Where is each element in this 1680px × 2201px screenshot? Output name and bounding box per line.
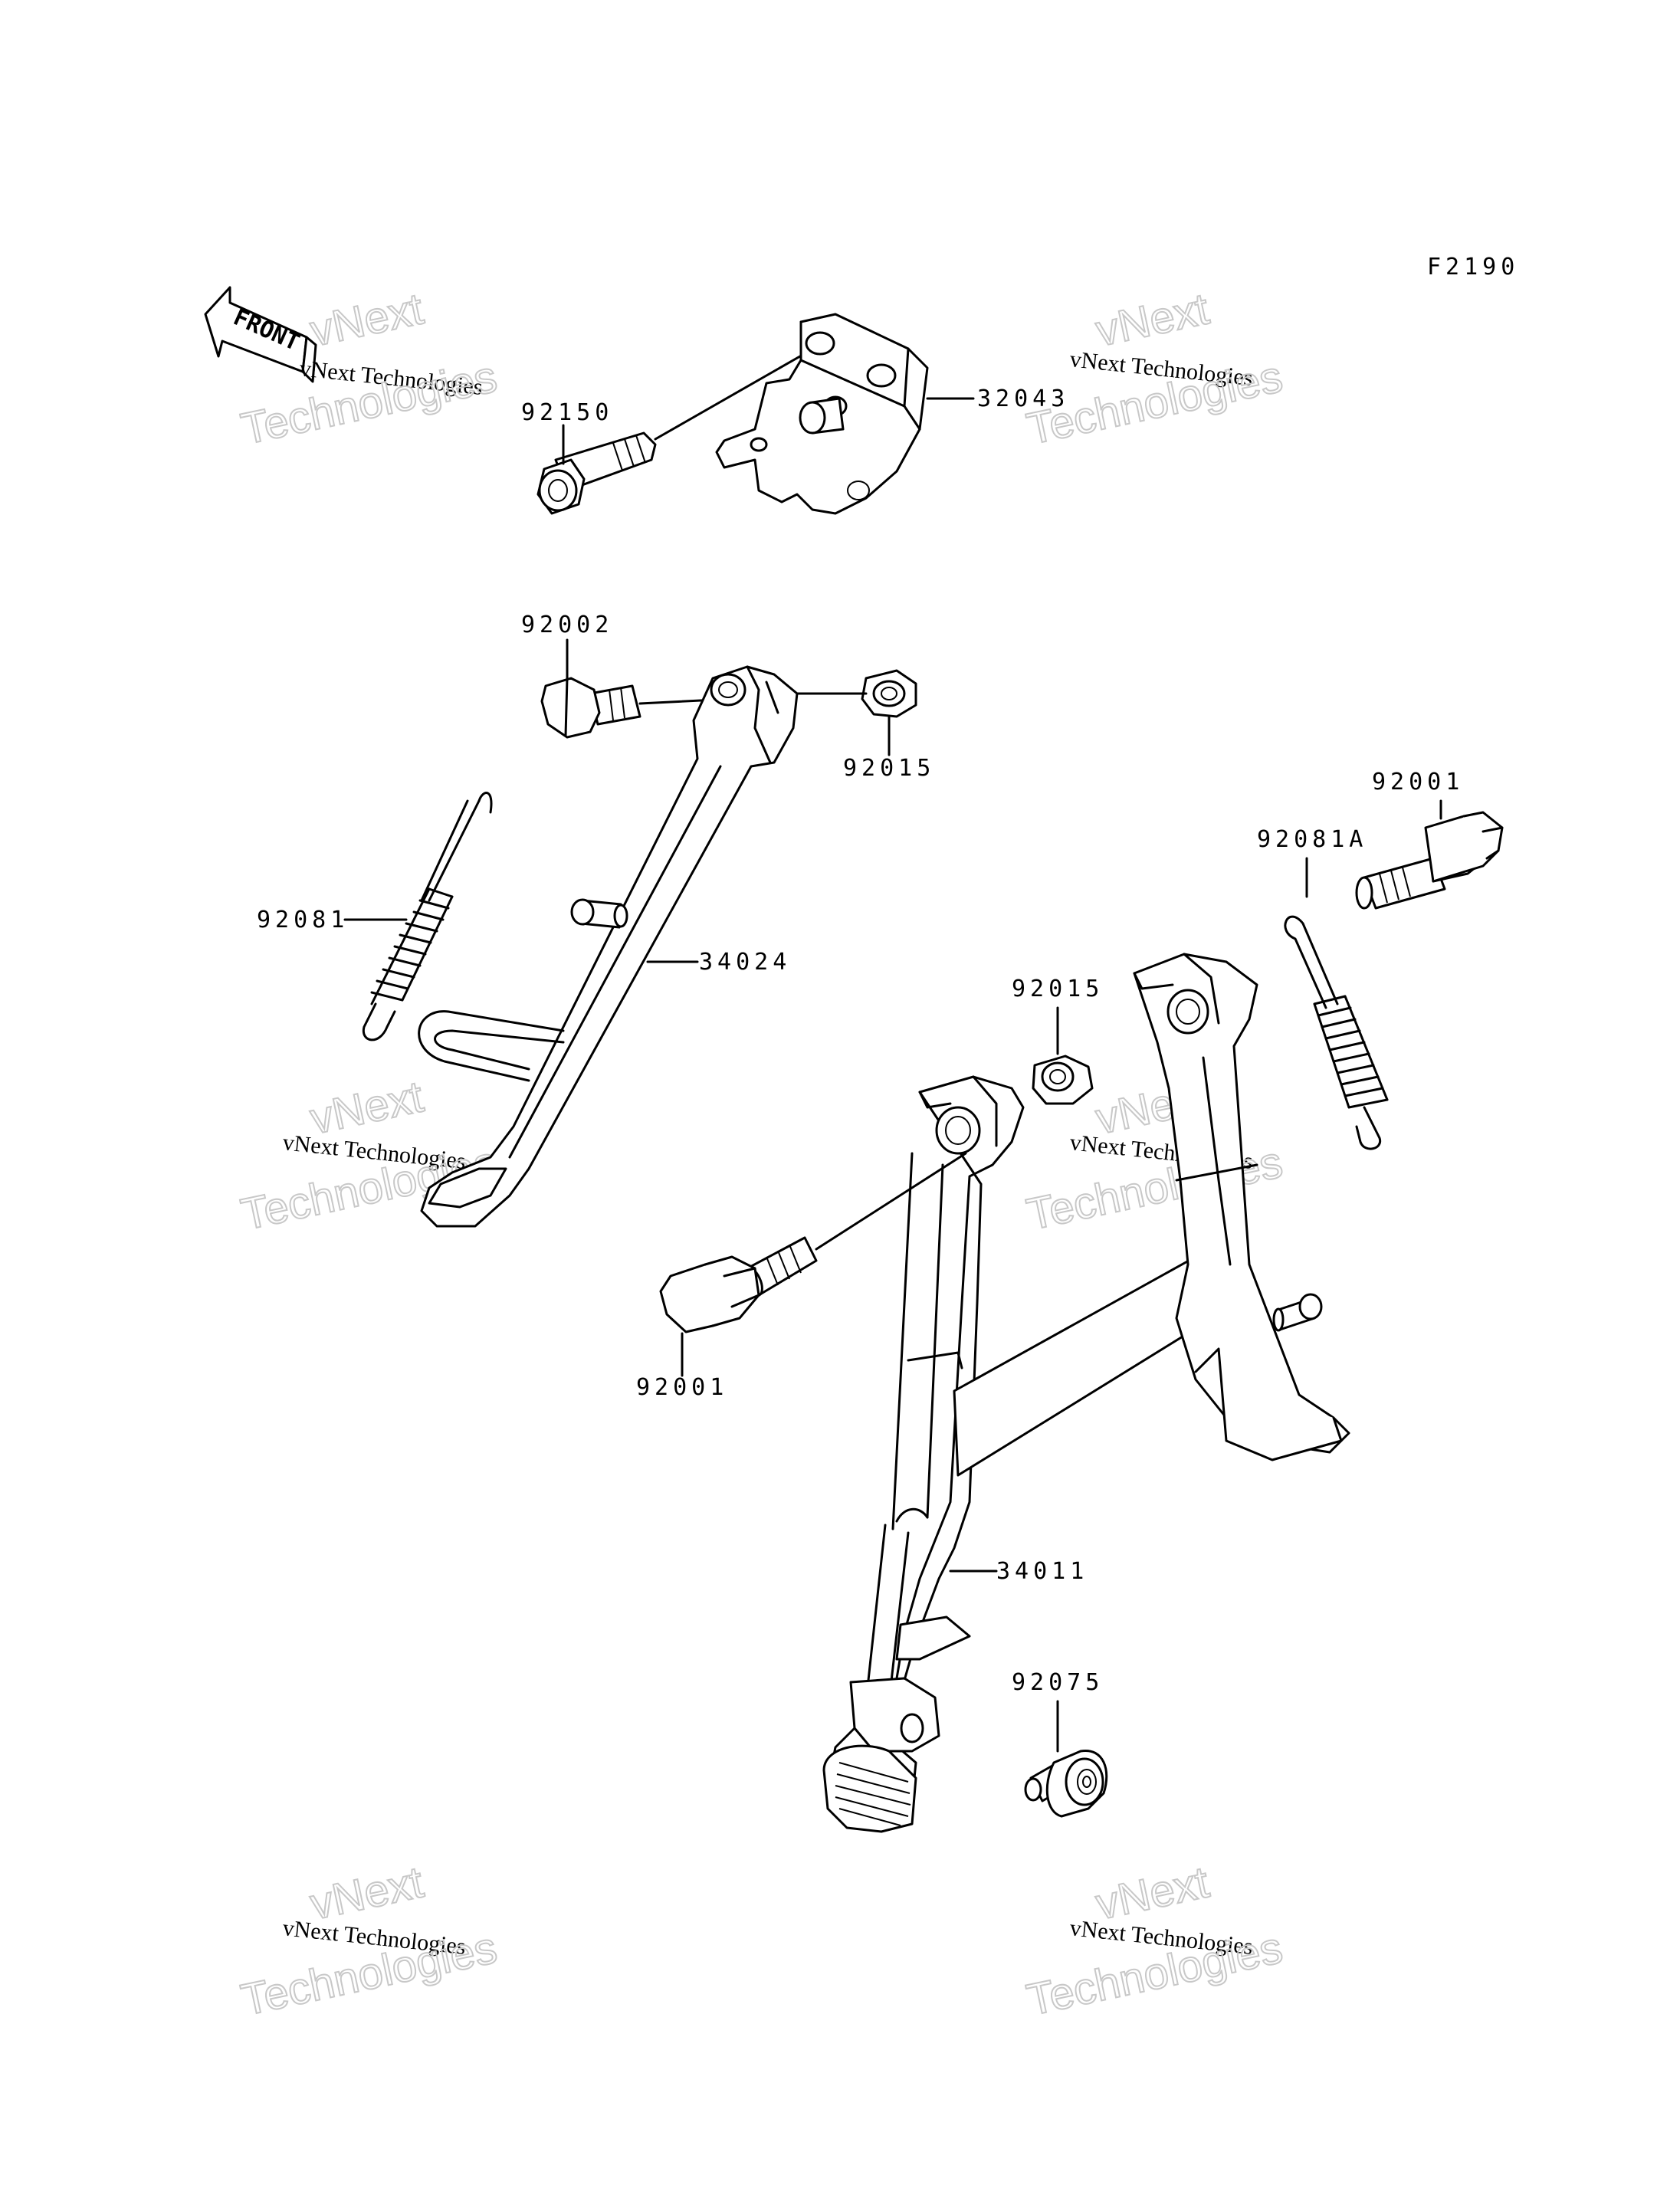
label-92015-top: 92015 [843, 755, 935, 782]
svg-text:vNext: vNext [306, 284, 428, 356]
watermark-top-right: vNext vNext Technologies Technologies [1022, 283, 1288, 454]
watermark-bottom-left: vNext vNext Technologies Technologies [236, 1856, 502, 2026]
watermark-top-left: vNext vNext Technologies Technologies [236, 283, 502, 454]
part-32043-bracket[interactable] [715, 313, 929, 515]
svg-text:vNext: vNext [306, 1071, 428, 1143]
label-92015-middle: 92015 [1012, 976, 1104, 1002]
part-34024-side-stand[interactable] [418, 665, 799, 1228]
part-92015-nut-top[interactable] [861, 669, 917, 718]
label-92001-middle: 92001 [636, 1374, 728, 1401]
front-arrow-icon: FRONT [204, 286, 317, 383]
svg-text:vNext: vNext [1091, 284, 1213, 356]
label-92075: 92075 [1012, 1669, 1104, 1696]
part-92001-bolt-middle[interactable] [659, 1236, 818, 1333]
figure-code: F2190 [1427, 254, 1519, 280]
label-92150: 92150 [521, 399, 613, 426]
label-32043: 32043 [977, 385, 1069, 412]
part-92150-bolt[interactable] [536, 431, 657, 515]
watermark-bottom-right: vNext vNext Technologies Technologies [1022, 1856, 1288, 2026]
part-92015-nut-middle[interactable] [1032, 1055, 1094, 1105]
part-92081A-spring-right[interactable] [1284, 915, 1389, 1150]
part-92081-spring-left[interactable] [362, 792, 493, 1041]
part-92001-bolt-right[interactable] [1355, 811, 1504, 910]
svg-text:vNext: vNext [306, 1857, 428, 1929]
label-92081A: 92081A [1257, 826, 1367, 853]
part-92075-stopper[interactable] [1024, 1750, 1108, 1818]
part-92002-bolt[interactable] [540, 677, 641, 739]
label-92002: 92002 [521, 612, 613, 638]
part-34011-center-stand[interactable] [822, 953, 1350, 1833]
label-92081: 92081 [257, 907, 349, 933]
label-34011: 34011 [996, 1558, 1088, 1585]
label-92001-right: 92001 [1372, 769, 1464, 795]
label-34024: 34024 [699, 949, 791, 976]
